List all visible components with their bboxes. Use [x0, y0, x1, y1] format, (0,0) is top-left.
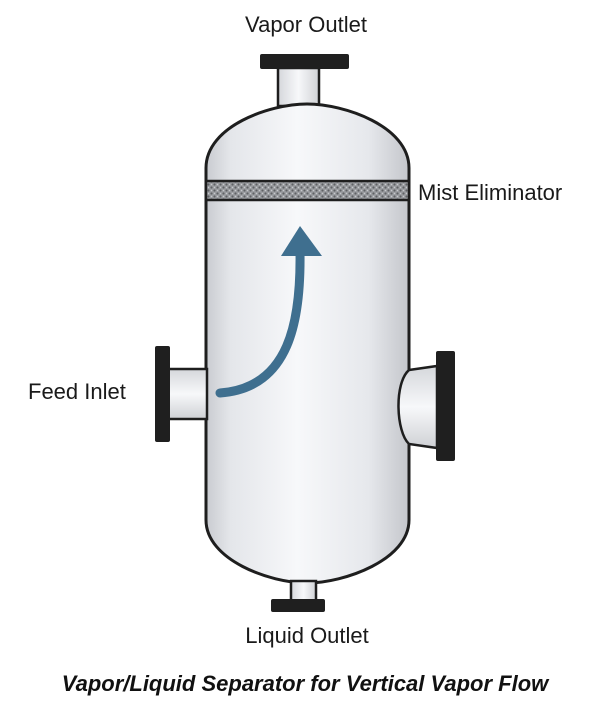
liquid-outlet-flange	[271, 599, 325, 612]
side-manway-nozzle	[397, 351, 455, 461]
liquid-outlet-nozzle	[271, 579, 325, 612]
side-manway-flange	[436, 351, 455, 461]
vessel-shell	[204, 102, 411, 585]
liquid-outlet-label: Liquid Outlet	[245, 623, 369, 648]
vapor-flow-arrow	[215, 226, 322, 398]
feed-inlet-flange	[155, 346, 170, 442]
vapor-outlet-label: Vapor Outlet	[245, 12, 367, 37]
mist-eliminator-label: Mist Eliminator	[418, 180, 562, 205]
feed-inlet-label: Feed Inlet	[28, 379, 126, 404]
vapor-outlet-nozzle	[260, 54, 349, 108]
vapor-outlet-flange	[260, 54, 349, 69]
feed-inlet-nozzle	[155, 346, 209, 442]
mist-eliminator-pad	[204, 179, 411, 202]
diagram-caption: Vapor/Liquid Separator for Vertical Vapo…	[62, 671, 550, 696]
